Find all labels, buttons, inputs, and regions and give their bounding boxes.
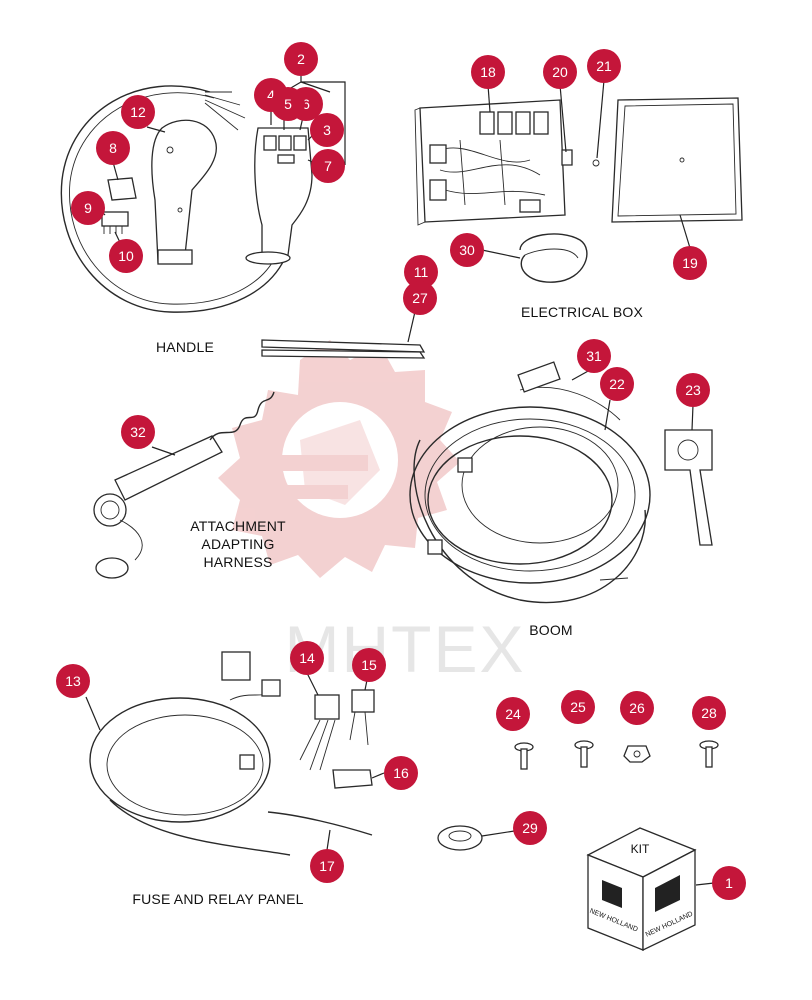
svg-text:26: 26 [629,700,645,716]
svg-text:32: 32 [130,424,146,440]
callout-18: 18 [471,55,505,89]
svg-text:18: 18 [480,64,496,80]
label-attachment-1: ATTACHMENT [190,518,286,534]
svg-text:6: 6 [302,96,310,112]
svg-text:12: 12 [130,104,146,120]
svg-text:22: 22 [609,376,625,392]
attachment-harness [93,391,275,579]
svg-text:11: 11 [414,264,429,280]
svg-text:29: 29 [522,820,538,836]
callout-12: 12 [121,95,155,129]
callout-2: 2 [284,42,318,76]
svg-text:25: 25 [570,699,586,715]
callout-31: 31 [577,339,611,373]
svg-text:30: 30 [459,242,475,258]
svg-text:24: 24 [505,706,521,722]
callout-11: 11 [404,255,438,289]
watermark-text: MHTEX [285,612,526,686]
callout-8: 8 [96,131,130,165]
label-fuse-relay: FUSE AND RELAY PANEL [132,891,303,907]
callout-9: 9 [71,191,105,225]
svg-text:3: 3 [323,122,331,138]
svg-text:8: 8 [109,140,117,156]
svg-text:27: 27 [412,290,428,306]
callout-29: 29 [513,811,547,845]
label-attachment-2: ADAPTING [201,536,274,552]
callouts: 1 2 4 6 5 3 7 8 9 10 12 11 27 18 20 21 1… [56,42,746,900]
svg-text:1: 1 [725,875,733,891]
svg-text:23: 23 [685,382,701,398]
svg-text:21: 21 [596,58,612,74]
callout-13: 13 [56,664,90,698]
callout-15: 15 [352,648,386,682]
svg-text:16: 16 [393,765,409,781]
svg-text:31: 31 [586,348,602,364]
callout-7: 7 [311,149,345,183]
svg-text:20: 20 [552,64,568,80]
svg-text:7: 7 [324,158,332,174]
callout-5: 5 [271,87,305,121]
callout-19: 19 [673,246,707,280]
svg-text:17: 17 [319,858,335,874]
label-electrical-box: ELECTRICAL BOX [521,304,644,320]
callout-1: 1 [712,866,746,900]
svg-text:10: 10 [118,248,134,264]
svg-text:28: 28 [701,705,717,721]
callout-17: 17 [310,849,344,883]
callout-22: 22 [600,367,634,401]
kit-label: KIT [631,842,650,856]
svg-text:2: 2 [297,51,305,67]
callout-24: 24 [496,697,530,731]
callout-20: 20 [543,55,577,89]
callout-3: 3 [310,113,344,147]
callout-21: 21 [587,49,621,83]
hardware-parts [437,740,719,851]
svg-text:9: 9 [84,200,92,216]
callout-23: 23 [676,373,710,407]
callout-30: 30 [450,233,484,267]
label-boom: BOOM [529,622,573,638]
callout-26: 26 [620,691,654,725]
callout-16: 16 [384,756,418,790]
callout-28: 28 [692,696,726,730]
cable-ties [261,339,426,359]
callout-10: 10 [109,239,143,273]
callout-14: 14 [290,641,324,675]
callout-32: 32 [121,415,155,449]
svg-text:19: 19 [682,255,698,271]
electrical-box [414,97,743,283]
callout-27: 27 [403,281,437,315]
svg-text:4: 4 [267,87,275,103]
svg-text:15: 15 [361,657,377,673]
label-attachment-3: HARNESS [203,554,272,570]
label-handle: HANDLE [156,339,214,355]
kit-box [586,827,697,952]
watermark-gear-logo [218,340,460,578]
svg-text:13: 13 [65,673,81,689]
svg-text:5: 5 [284,96,292,112]
fuse-relay-panel [89,651,375,856]
callout-25: 25 [561,690,595,724]
boom-harness [409,361,713,604]
svg-text:14: 14 [299,650,315,666]
